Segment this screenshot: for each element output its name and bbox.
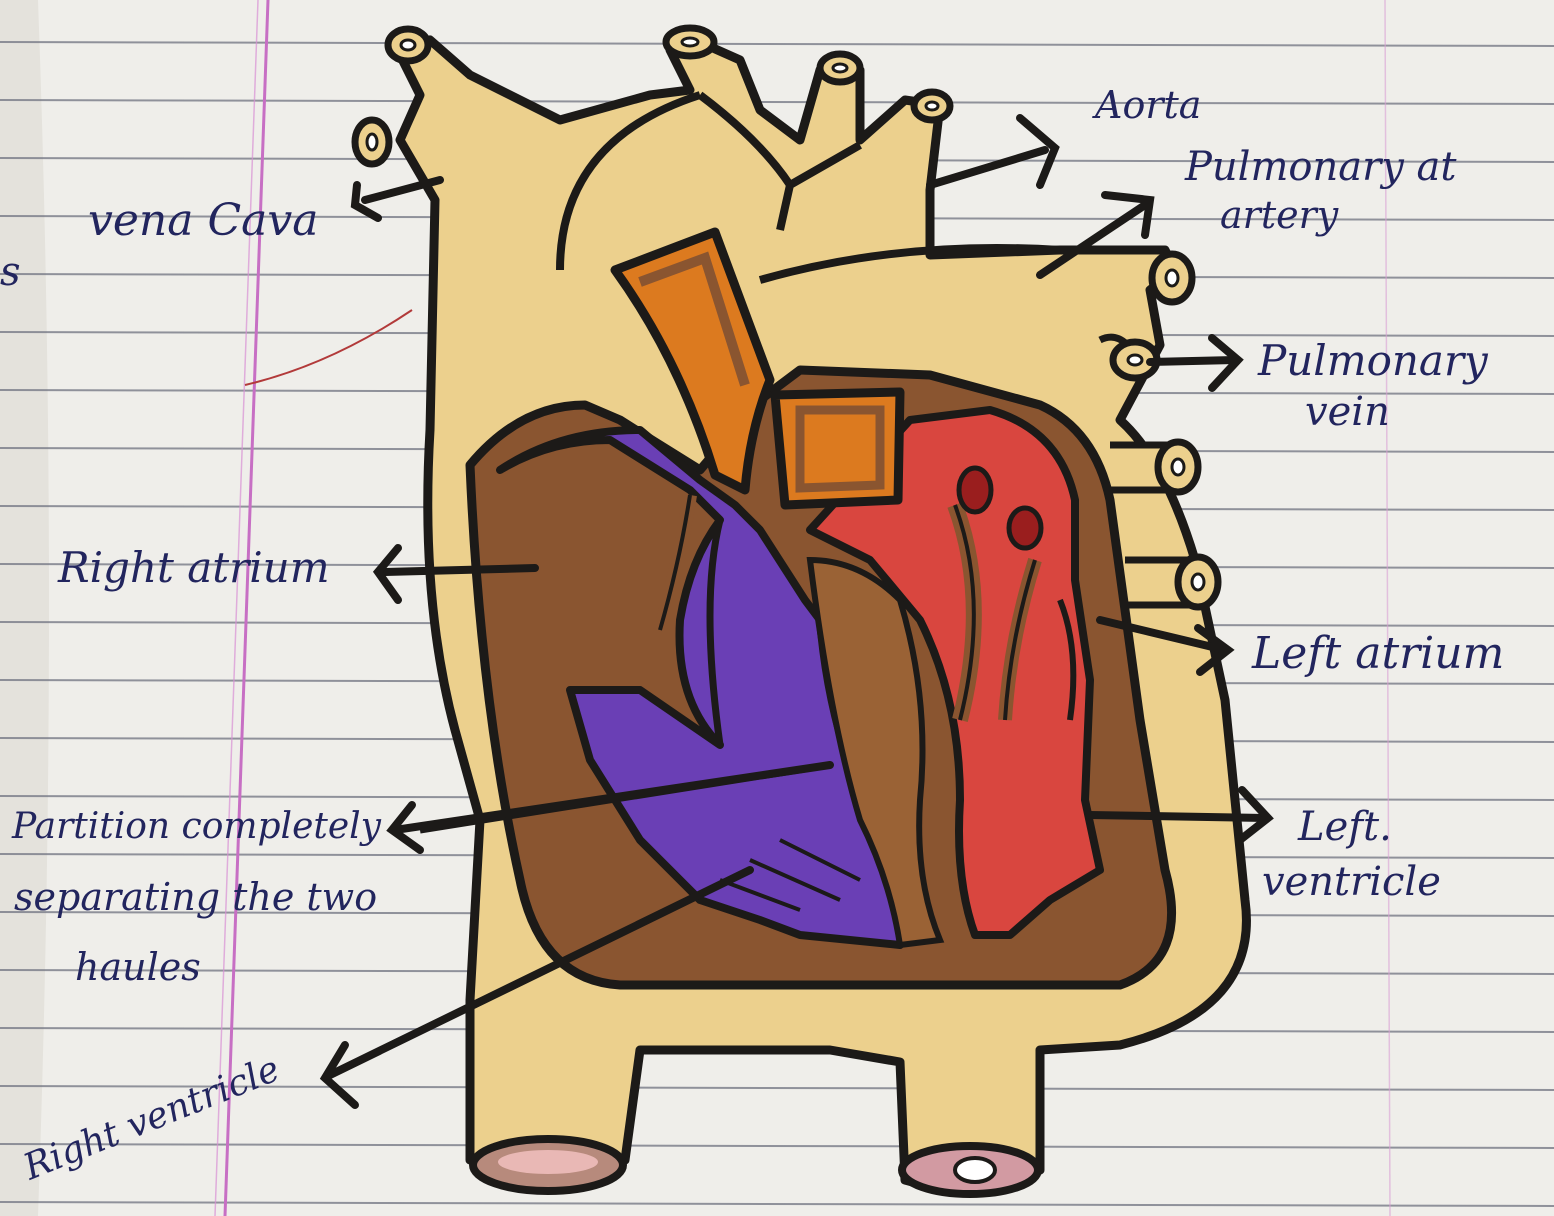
label-right-atrium: Right atrium <box>57 543 330 592</box>
label-pulmonary-artery-line1: Pulmonary at <box>1184 144 1457 190</box>
arrow-right-atrium <box>385 568 535 572</box>
label-partition-line2: separating the two <box>14 875 377 919</box>
label-pulmonary-vein-line1: Pulmonary <box>1257 336 1489 385</box>
label-aorta: Aorta <box>1092 83 1201 127</box>
margin-fragment-text: s <box>0 249 21 295</box>
label-partition-line3: haules <box>75 945 201 989</box>
coronary-opening-2 <box>1009 508 1041 548</box>
label-vena-cava: vena Cava <box>88 195 318 246</box>
coronary-opening <box>959 468 991 512</box>
label-pulmonary-artery-line2: artery <box>1220 193 1339 237</box>
arrow-pulmonary-vein <box>1150 360 1235 362</box>
label-partition-line1: Partition completely <box>11 806 382 847</box>
arrow-left-ventricle <box>1090 815 1265 818</box>
label-left-ventricle-line2: ventricle <box>1262 859 1441 905</box>
page-edge <box>0 0 49 1216</box>
label-left-atrium: Left atrium <box>1251 628 1504 679</box>
label-left-ventricle-line1: Left. <box>1297 804 1392 850</box>
label-pulmonary-vein-line2: vein <box>1305 389 1390 435</box>
